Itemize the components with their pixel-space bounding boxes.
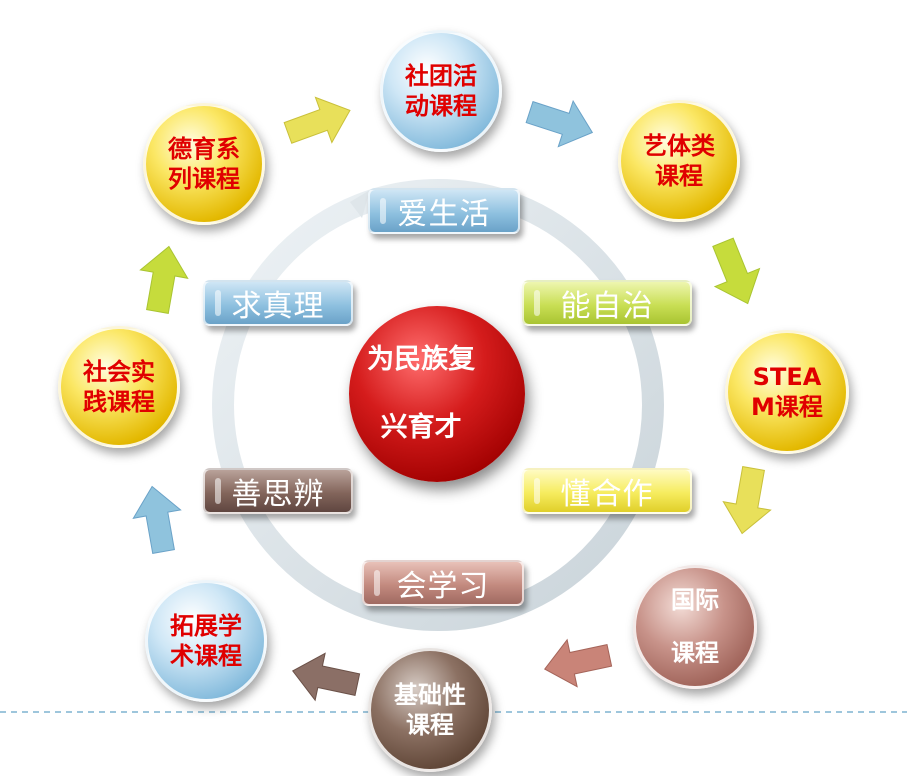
arrow-jichu-to-tuozhan	[291, 652, 361, 702]
node-guoji: 国际 课程	[633, 565, 757, 689]
pill-dongheuo: 懂合作	[522, 468, 692, 514]
arrow-yiti-to-steam	[712, 237, 761, 305]
pill-nengzizhi: 能自治	[522, 280, 692, 326]
node-tuozhan: 拓展学 术课程	[145, 580, 267, 702]
node-shetuan-label: 社团活 动课程	[404, 62, 477, 120]
node-steam: STEA M课程	[725, 330, 849, 454]
pill-shansibian-label: 善思辨	[231, 477, 325, 512]
node-tuozhan-label: 拓展学 术课程	[169, 612, 242, 670]
ring-arrowhead	[350, 190, 370, 218]
pill-huixuexi: 会学习	[362, 560, 524, 606]
pill-aishenghuo: 爱生活	[368, 188, 520, 234]
node-yiti-label: 艺体类 课程	[642, 132, 715, 190]
arrow-shetuan-to-yiti	[525, 99, 594, 148]
pill-huixuexi-label: 会学习	[396, 569, 490, 604]
pill-qiuzhenli: 求真理	[203, 280, 353, 326]
arrow-shehui-to-deyu	[139, 245, 189, 315]
center-line-1: 为民族复	[367, 344, 476, 376]
pill-qiuzhenli-label: 求真理	[231, 289, 325, 324]
pill-nengzizhi-label: 能自治	[560, 289, 654, 324]
node-shetuan: 社团活 动课程	[380, 30, 502, 152]
node-deyu: 德育系 列课程	[143, 103, 265, 225]
center-line-2: 兴育才	[380, 411, 462, 443]
pill-dongheuo-label: 懂合作	[560, 477, 654, 512]
node-shehui-label: 社会实 践课程	[82, 358, 155, 416]
node-jichu-label: 基础性 课程	[393, 681, 466, 739]
pill-aishenghuo-label: 爱生活	[397, 197, 491, 232]
node-shehui: 社会实 践课程	[58, 326, 180, 448]
node-deyu-label: 德育系 列课程	[167, 135, 240, 193]
node-guoji-label: 国际 课程	[670, 586, 719, 668]
arrow-tuozhan-to-shehui	[132, 485, 182, 555]
node-jichu: 基础性 课程	[368, 648, 492, 772]
node-yiti: 艺体类 课程	[618, 100, 740, 222]
pill-shansibian: 善思辨	[203, 468, 353, 514]
arrow-guoji-to-jichu	[543, 638, 613, 688]
arrow-steam-to-guoji	[722, 465, 772, 535]
arrow-deyu-to-shetuan	[283, 96, 351, 144]
node-steam-label: STEA M课程	[751, 363, 823, 421]
center-core-circle: 为民族复 兴育才	[349, 306, 525, 482]
